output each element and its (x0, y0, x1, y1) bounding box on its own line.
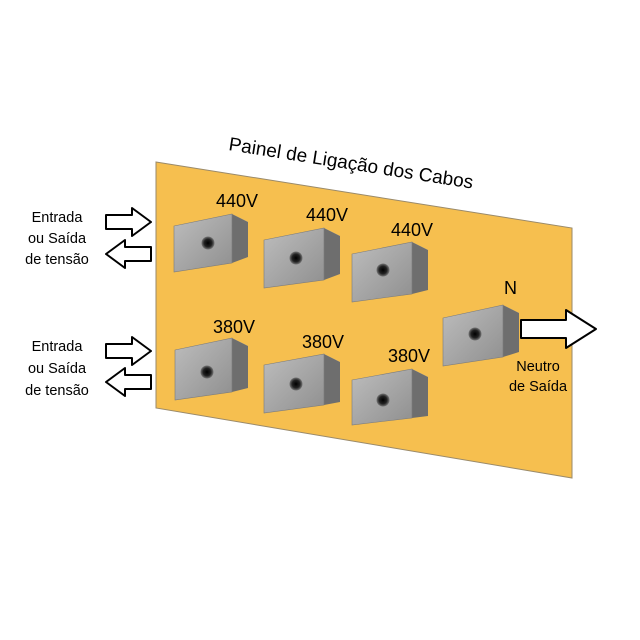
terminal-hole (376, 393, 390, 407)
terminal-label-380v-3: 380V (388, 346, 430, 366)
connection-panel (155, 161, 573, 479)
terminal-hole (376, 263, 390, 277)
left-label-lower-line-2: ou Saída (28, 361, 87, 377)
terminal-hole (201, 236, 215, 250)
terminal-hole (289, 251, 303, 265)
terminal-block-380v-1 (174, 337, 248, 401)
terminal-label-neutral: N (504, 278, 517, 298)
terminal-label-440v-3: 440V (391, 220, 433, 240)
terminal-label-380v-1: 380V (213, 317, 255, 337)
left-label-lower-line-1: Entrada (32, 339, 84, 355)
terminal-label-380v-2: 380V (302, 332, 344, 352)
terminal-label-440v-2: 440V (306, 205, 348, 225)
left-label-lower-line-3: de tensão (25, 383, 89, 399)
arrow-left-icon (105, 367, 152, 397)
neutral-label: Neutro de Saída (509, 359, 568, 395)
neutral-label-line-1: Neutro (516, 359, 560, 375)
terminal-block-380v-3 (351, 368, 428, 426)
left-label-upper: Entrada ou Saída de tensão (25, 210, 89, 268)
neutral-output-arrow-icon (520, 309, 597, 349)
terminal-label-440v-1: 440V (216, 191, 258, 211)
left-label-lower: Entrada ou Saída de tensão (25, 339, 89, 399)
terminal-block-440v-3 (351, 241, 428, 303)
terminal-block-440v-1 (173, 213, 248, 273)
left-label-upper-line-2: ou Saída (28, 231, 87, 247)
terminal-block-380v-2 (263, 353, 340, 414)
terminal-block-neutral (442, 304, 519, 367)
arrow-right-icon (105, 207, 152, 237)
left-label-upper-line-1: Entrada (32, 210, 84, 226)
terminal-block-440v-2 (263, 227, 340, 289)
arrow-right-icon (105, 336, 152, 366)
terminal-hole (289, 377, 303, 391)
arrow-left-icon (105, 239, 152, 269)
terminal-hole (468, 327, 482, 341)
neutral-label-line-2: de Saída (509, 379, 568, 395)
terminal-hole (200, 365, 214, 379)
left-label-upper-line-3: de tensão (25, 252, 89, 268)
